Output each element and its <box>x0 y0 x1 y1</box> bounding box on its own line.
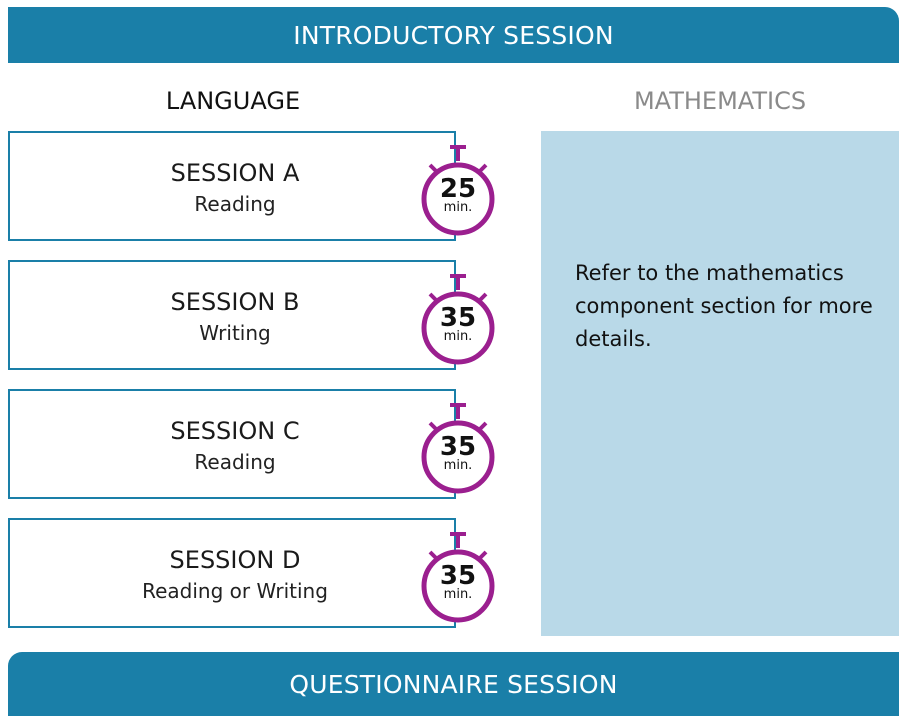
session-a-minutes-unit: min. <box>443 200 473 215</box>
session-a-subject: Reading <box>194 192 276 216</box>
session-b-minutes: 35 <box>439 303 477 333</box>
mathematics-note: Refer to the mathematics component secti… <box>575 261 873 351</box>
session-d-text: SESSION D Reading or Writing <box>10 520 460 630</box>
session-a-box: SESSION A Reading <box>8 131 456 241</box>
questionnaire-session-banner: QUESTIONNAIRE SESSION <box>8 652 899 716</box>
session-d-box: SESSION D Reading or Writing <box>8 518 456 628</box>
session-b-stopwatch-icon: 35 min. <box>418 272 498 368</box>
session-d-name: SESSION D <box>169 546 301 574</box>
session-b-text: SESSION B Writing <box>10 262 460 372</box>
session-a-text: SESSION A Reading <box>10 133 460 243</box>
introductory-session-banner: INTRODUCTORY SESSION <box>8 7 899 63</box>
session-c-text: SESSION C Reading <box>10 391 460 501</box>
session-a-name: SESSION A <box>170 159 300 187</box>
session-c-box: SESSION C Reading <box>8 389 456 499</box>
session-b-subject: Writing <box>199 321 271 345</box>
session-d-minutes-unit: min. <box>443 587 473 602</box>
session-c-name: SESSION C <box>170 417 300 445</box>
session-c-minutes: 35 <box>439 432 477 462</box>
session-c-stopwatch-icon: 35 min. <box>418 401 498 497</box>
session-c-minutes-unit: min. <box>443 458 473 473</box>
session-d-subject: Reading or Writing <box>142 579 328 603</box>
questionnaire-session-title: QUESTIONNAIRE SESSION <box>289 669 618 699</box>
session-a-minutes: 25 <box>439 174 477 204</box>
language-column-heading: LANGUAGE <box>165 87 301 115</box>
session-b-name: SESSION B <box>170 288 300 316</box>
session-d-stopwatch-icon: 35 min. <box>418 530 498 626</box>
mathematics-panel: Refer to the mathematics component secti… <box>541 131 899 636</box>
session-c-subject: Reading <box>194 450 276 474</box>
session-b-minutes-unit: min. <box>443 329 473 344</box>
mathematics-column-heading: MATHEMATICS <box>633 87 807 115</box>
session-a-stopwatch-icon: 25 min. <box>418 143 498 239</box>
session-b-box: SESSION B Writing <box>8 260 456 370</box>
session-d-minutes: 35 <box>439 561 477 591</box>
introductory-session-title: INTRODUCTORY SESSION <box>293 20 614 50</box>
